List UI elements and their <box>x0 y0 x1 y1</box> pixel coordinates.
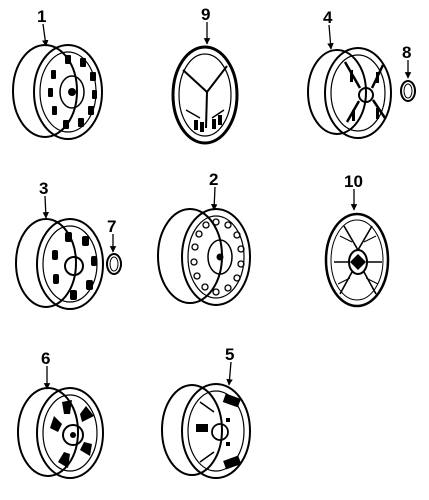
wheel-part-1: 1 <box>12 7 103 140</box>
callout-2: 2 <box>209 170 218 189</box>
callout-6: 6 <box>41 349 50 368</box>
wheel-part-2: 2 <box>157 170 251 306</box>
wheel-part-5: 5 <box>161 345 251 479</box>
callout-8: 8 <box>402 43 411 62</box>
callout-1: 1 <box>37 7 46 26</box>
center-cap-part-7: 7 <box>106 217 122 275</box>
wheel-part-6: 6 <box>17 349 104 479</box>
callout-9: 9 <box>201 5 210 24</box>
wheel-part-9: 9 <box>171 5 239 145</box>
callout-10: 10 <box>344 172 363 191</box>
callout-4: 4 <box>323 8 333 27</box>
wheel-cover-part-10: 10 <box>324 172 390 308</box>
callout-5: 5 <box>225 345 234 364</box>
callout-3: 3 <box>39 179 48 198</box>
center-cap-part-8: 8 <box>400 43 416 102</box>
wheel-part-4: 4 <box>307 8 392 139</box>
wheel-part-3: 3 <box>15 179 104 310</box>
callout-7: 7 <box>107 217 116 236</box>
